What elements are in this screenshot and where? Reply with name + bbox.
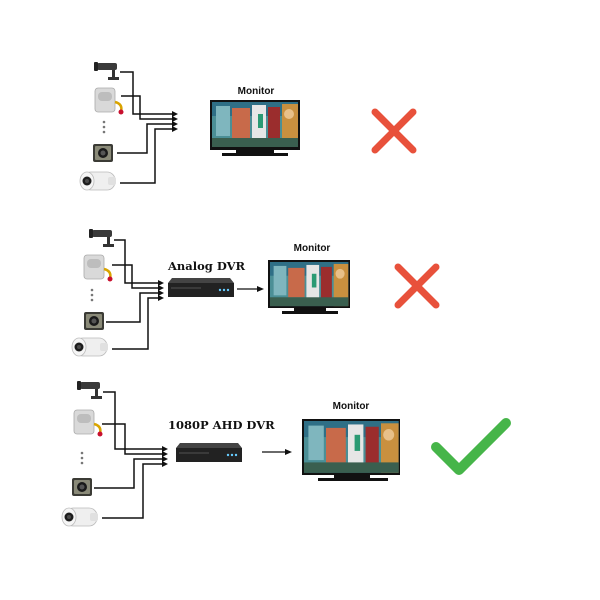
camera-group <box>61 381 104 527</box>
dome-camera-icon <box>71 337 109 357</box>
camera-group <box>79 62 125 191</box>
monitor <box>210 100 300 156</box>
cube-camera-icon <box>72 478 92 496</box>
bullet-camera-icon <box>77 381 102 399</box>
row-2: Analog DVR Monitor <box>71 229 440 357</box>
monitor <box>268 260 350 314</box>
monitor-label: Monitor <box>333 401 370 412</box>
arrow-heads <box>158 280 164 301</box>
check-icon <box>431 418 511 475</box>
cube-camera-icon <box>93 144 113 162</box>
ahd-dvr-icon <box>176 443 242 462</box>
cross-icon <box>371 108 417 154</box>
wiring <box>117 71 172 184</box>
ellipsis-dots <box>90 288 94 302</box>
pir-camera-icon <box>82 253 114 283</box>
camera-group <box>71 229 114 357</box>
dvr-to-monitor-arrow <box>237 286 264 292</box>
row-1: Monitor <box>79 62 417 191</box>
arrow-heads <box>172 111 178 132</box>
bullet-camera-icon <box>94 62 119 80</box>
dvr-to-monitor-arrow <box>262 449 292 455</box>
monitor-label: Monitor <box>238 86 275 97</box>
dvr-label: Analog DVR <box>167 259 246 273</box>
cube-camera-icon <box>84 312 104 330</box>
wiring <box>94 391 162 519</box>
dvr-label: 1080P AHD DVR <box>168 418 275 432</box>
ellipsis-dots <box>102 120 106 134</box>
dome-camera-icon <box>79 171 117 191</box>
row-3: 1080P AHD DVR Monitor <box>61 381 511 527</box>
arrow-heads <box>162 446 168 467</box>
monitor-label: Monitor <box>294 243 331 254</box>
monitor <box>302 419 400 481</box>
analog-dvr-icon <box>168 278 234 297</box>
pir-camera-icon <box>72 408 104 438</box>
bullet-camera-icon <box>89 229 114 247</box>
cross-icon <box>394 263 440 309</box>
ellipsis-dots <box>80 451 84 465</box>
wiring <box>106 239 158 350</box>
dome-camera-icon <box>61 507 99 527</box>
pir-camera-icon <box>93 86 125 116</box>
